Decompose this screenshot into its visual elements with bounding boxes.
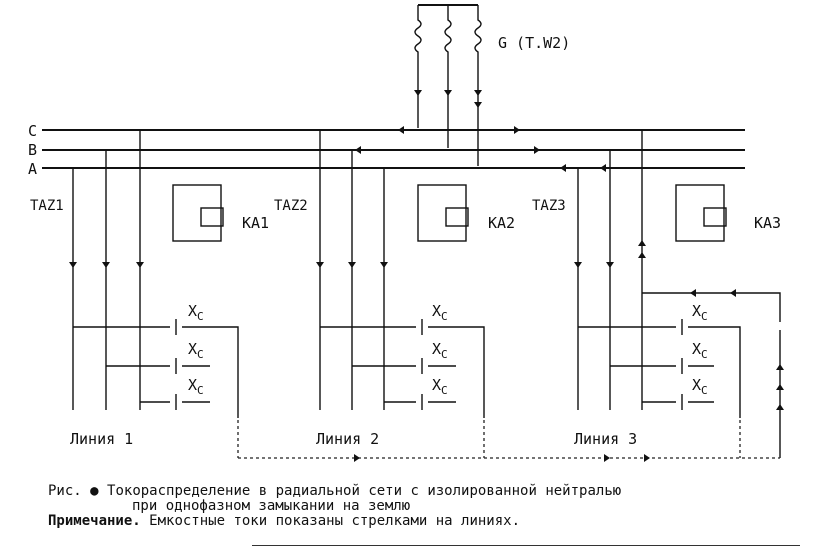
- ct-label-1: TAZ1: [30, 198, 64, 214]
- feeder-line-2: TAZ2 KA2 XC XC XC Линия 2: [274, 130, 515, 448]
- relay-label-2: KA2: [488, 214, 515, 232]
- relay-label-1: KA1: [242, 214, 269, 232]
- xc-label-3c: XC: [692, 376, 708, 397]
- phase-label-c: C: [28, 122, 37, 140]
- line-label-3: Линия 3: [574, 430, 637, 448]
- feeder-line-1: TAZ1 KA1 XC XC XC Линия 1: [30, 130, 269, 448]
- xc-label-1b: XC: [188, 340, 204, 361]
- caption-rule: [252, 545, 800, 546]
- ct-label-3: TAZ3: [532, 198, 566, 214]
- generator: G (T.W2): [414, 4, 570, 166]
- earth-return-path: [237, 420, 780, 462]
- figure-caption: Рис. ● Токораспределение в радиальной се…: [48, 484, 808, 529]
- phase-label-a: A: [28, 160, 37, 178]
- xc-label-3b: XC: [692, 340, 708, 361]
- caption-marker: ●: [90, 483, 99, 499]
- relay-label-3: KA3: [754, 214, 781, 232]
- caption-note-label: Примечание.: [48, 513, 141, 529]
- xc-label-1c: XC: [188, 376, 204, 397]
- xc-label-2c: XC: [432, 376, 448, 397]
- caption-prefix: Рис.: [48, 483, 82, 499]
- caption-title-line1: Токораспределение в радиальной сети с из…: [107, 483, 622, 499]
- xc-label-3a: XC: [692, 302, 708, 323]
- xc-label-1a: XC: [188, 302, 204, 323]
- xc-label-2b: XC: [432, 340, 448, 361]
- xc-label-2a: XC: [432, 302, 448, 323]
- phase-label-b: B: [28, 141, 37, 159]
- generator-label: G (T.W2): [498, 34, 570, 52]
- caption-title-line2: при однофазном замыкании на землю: [132, 498, 411, 514]
- bus-bars: C B A: [28, 122, 745, 178]
- line-label-2: Линия 2: [316, 430, 379, 448]
- caption-note-text: Емкостные токи показаны стрелками на лин…: [149, 513, 521, 529]
- ct-label-2: TAZ2: [274, 198, 308, 214]
- feeder-line-3: TAZ3 KA3 XC XC XC Линия 3: [532, 130, 784, 458]
- circuit-diagram: G (T.W2) C B A TAZ1 KA1: [28, 4, 784, 462]
- line-label-1: Линия 1: [70, 430, 133, 448]
